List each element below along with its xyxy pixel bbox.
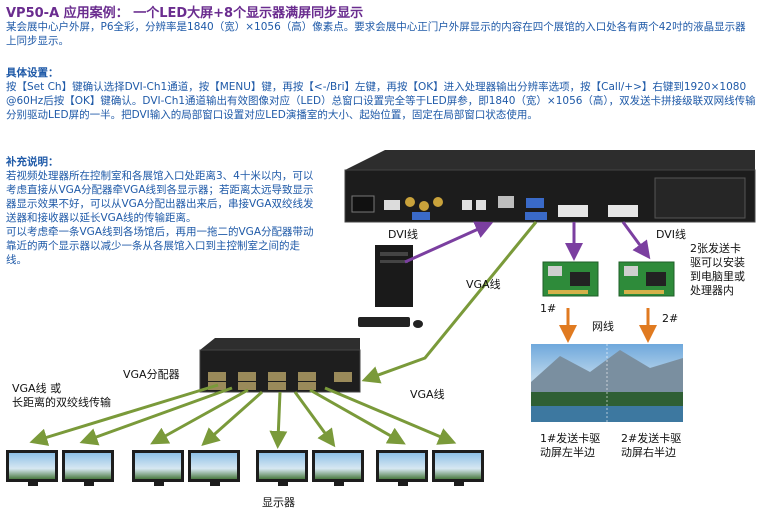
dvi-arrow-card2: [621, 221, 651, 260]
label-dvi-left: DVI线: [388, 228, 419, 241]
monitor-1: [6, 450, 58, 486]
vga-splitter: [199, 338, 361, 393]
label-monitors: 显示器: [262, 496, 295, 509]
label-vga-top: VGA线: [466, 278, 501, 291]
computer: [358, 245, 423, 328]
label-vga-or-1: VGA线 或: [12, 382, 62, 395]
label-vga-or-2: 长距离的双绞线传输: [12, 396, 111, 409]
label-drive-left-2: 动屏左半边: [540, 446, 595, 459]
monitor-8: [432, 450, 484, 486]
page-title: VP50-A 应用案例： 一个LED大屏+8个显示器满屏同步显示: [6, 6, 364, 21]
label-card-note-1: 2张发送卡: [690, 242, 741, 255]
dvi-arrow-pc: [404, 221, 494, 264]
setup-paragraph: 按【Set Ch】键确认选择DVI-Ch1通道，按【MENU】键，再按【<-/B…: [6, 81, 756, 121]
monitors: [6, 450, 484, 486]
label-card-note-2: 驱可以安装: [690, 256, 745, 269]
notes-text-2: 可以考虑牵一条VGA线到各场馆后，再用一拖二的VGA分配器带动靠近的两个显示器以…: [6, 226, 314, 266]
label-card-note-3: 到电脑里或: [690, 270, 745, 283]
label-drive-left-1: 1#发送卡驱: [540, 432, 601, 445]
label-dvi-right: DVI线: [656, 228, 687, 241]
notes-text-1: 若视频处理器所在控制室和各展馆入口处距离3、4十米以内，可以考虑直接从VGA分配…: [6, 170, 314, 224]
video-processor: [344, 150, 756, 223]
intro-paragraph: 某会展中心户外屏，P6全彩，分辨率是1840（宽）×1056（高）像素点。要求会…: [6, 21, 746, 47]
label-vga-bottom: VGA线: [410, 388, 445, 401]
label-network-cable: 网线: [592, 320, 614, 333]
notes-paragraph: 若视频处理器所在控制室和各展馆入口处距离3、4十米以内，可以考虑直接从VGA分配…: [6, 169, 316, 267]
sending-card-2: [618, 261, 675, 297]
label-drive-right-2: 动屏右半边: [621, 446, 676, 459]
label-card-1: 1#: [540, 302, 557, 315]
monitor-4: [188, 450, 240, 486]
monitor-5: [256, 450, 308, 486]
label-card-2: 2#: [662, 312, 679, 325]
setup-heading: 具体设置：: [6, 67, 59, 79]
vga-arrow-processor: [361, 221, 538, 384]
vga-arrows-monitors: [29, 383, 457, 449]
label-vga-splitter: VGA分配器: [123, 368, 180, 381]
monitor-7: [376, 450, 428, 486]
led-screen: [531, 344, 683, 422]
monitor-6: [312, 450, 364, 486]
sending-card-1: [542, 261, 599, 297]
label-card-note-4: 处理器内: [690, 284, 734, 297]
monitor-2: [62, 450, 114, 486]
label-drive-right-1: 2#发送卡驱: [621, 432, 682, 445]
monitor-3: [132, 450, 184, 486]
notes-heading: 补充说明：: [6, 156, 59, 168]
